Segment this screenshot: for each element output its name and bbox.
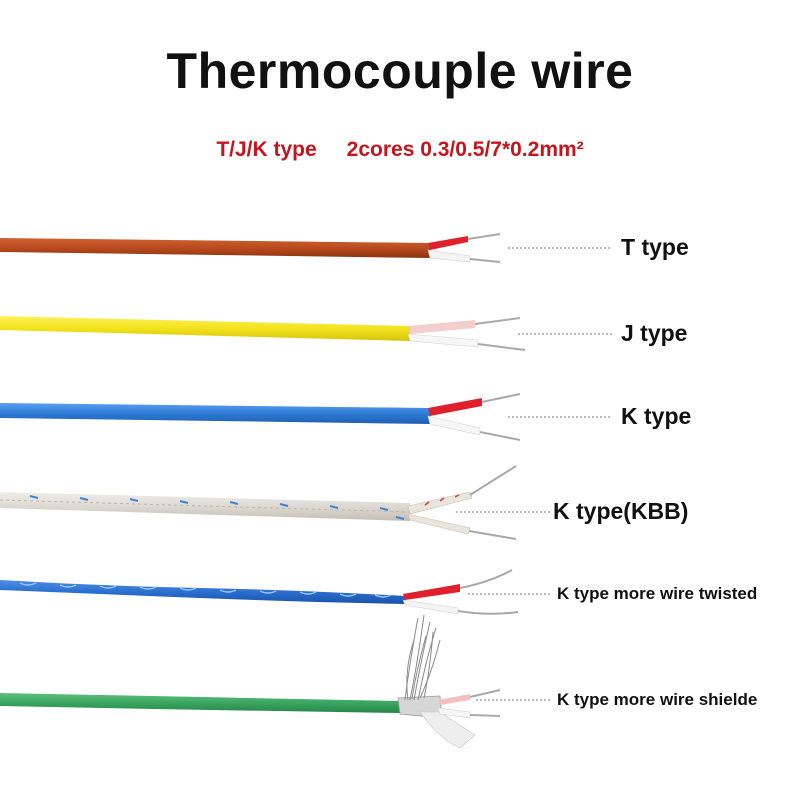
subtitle: T/J/K type 2cores 0.3/0.5/7*0.2mm² (0, 138, 800, 162)
core-white (427, 249, 471, 263)
twist-highlights (19, 582, 392, 598)
core-white (427, 415, 481, 436)
core-red-translucent (408, 320, 475, 334)
label-t-type: T type (621, 234, 689, 260)
metal-tip (474, 317, 521, 325)
metal-tip (469, 689, 501, 698)
tracer-dashes (29, 495, 405, 520)
core-white (437, 707, 471, 719)
jacket-brown (0, 238, 430, 258)
core-red (428, 398, 482, 416)
shield-strands (404, 614, 441, 701)
metal-tip (477, 343, 526, 351)
metal-tip (467, 233, 501, 240)
subtitle-type: T/J/K type (216, 138, 317, 161)
jacket-blue (0, 403, 430, 424)
label-k-type: K type (621, 403, 692, 429)
wire-j-type (0, 316, 612, 351)
jacket-twisted (0, 580, 405, 604)
label-j-type: J type (621, 320, 688, 346)
wire-t-type (0, 233, 612, 263)
metal-tip (469, 714, 501, 717)
wire-k-type-kbb (0, 465, 550, 540)
wire-k-type-twisted (0, 569, 550, 615)
metal-tip (479, 431, 521, 441)
metal-tip (469, 465, 517, 496)
page-title: Thermocouple wire (166, 43, 634, 99)
core-red (428, 236, 468, 250)
label-k-type-shielded: K type more wire shielde (557, 690, 758, 709)
label-k-type-twisted: K type more wire twisted (557, 584, 758, 603)
metal-tip (457, 610, 519, 615)
label-k-type-kbb: K type(KBB) (553, 498, 689, 524)
jacket-yellow (0, 316, 410, 341)
core-braided (407, 513, 471, 535)
jacket-green (0, 693, 400, 713)
wire-k-type-shielded (0, 614, 550, 749)
metal-tip (459, 569, 513, 589)
foil-wrap (419, 711, 476, 749)
core-braided (407, 491, 473, 515)
core-red (438, 694, 470, 705)
core-white (407, 333, 479, 348)
subtitle-spec: 2cores 0.3/0.5/7*0.2mm² (346, 138, 584, 161)
core-red (403, 584, 460, 600)
metal-tip (481, 393, 521, 403)
wire-k-type (0, 393, 612, 441)
metal-tip (468, 530, 517, 540)
metal-tip (469, 258, 501, 263)
core-white (402, 599, 459, 615)
